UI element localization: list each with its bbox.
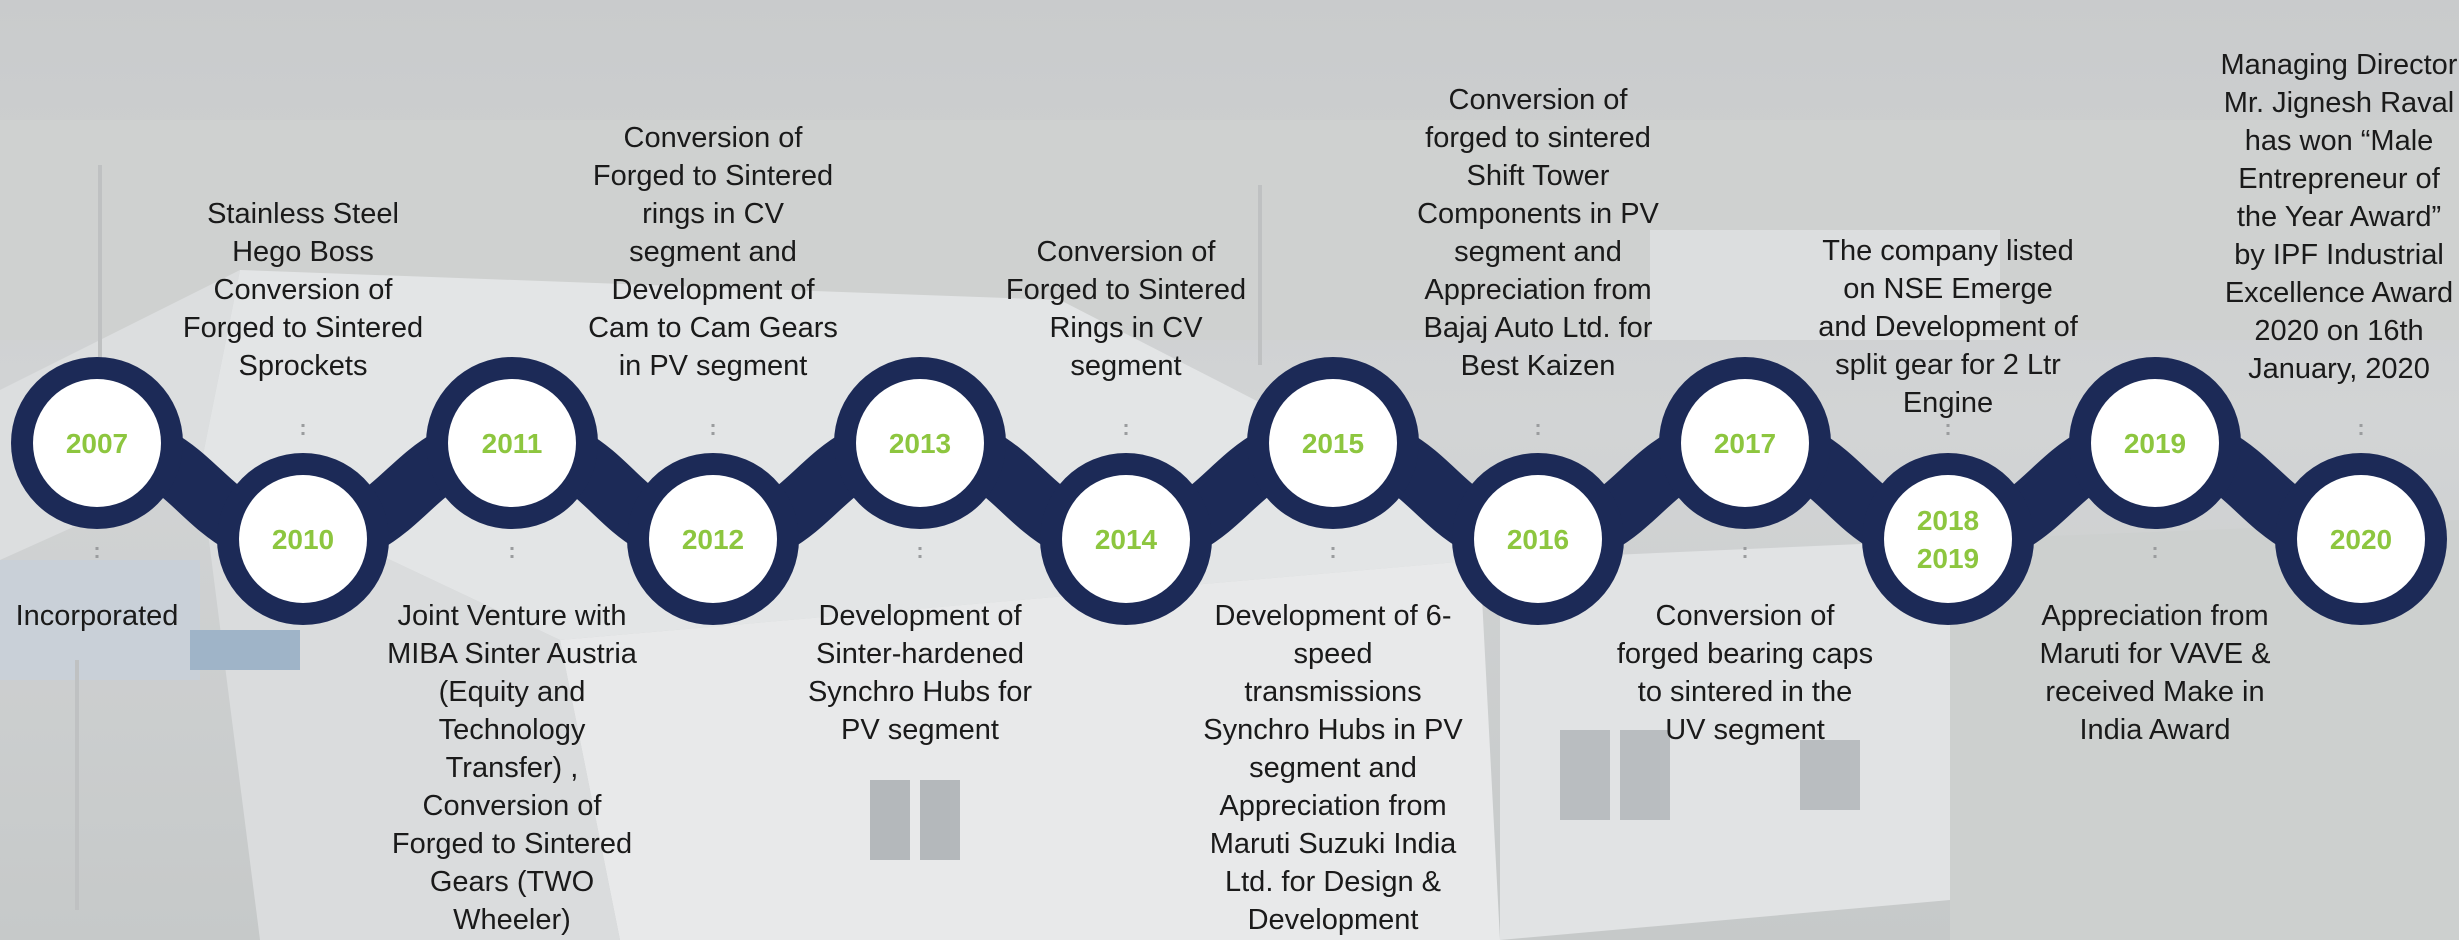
year-node-6: 2015 xyxy=(1247,357,1419,561)
year-node-5: 2014 xyxy=(1040,421,1212,625)
milestone-caption: The company listed on NSE Emerge and Dev… xyxy=(1818,235,2078,419)
year-label: 2011 xyxy=(482,428,543,459)
year-node-8: 2017 xyxy=(1659,357,1831,561)
year-disc xyxy=(2091,379,2219,507)
milestone-caption: Appreciation from Maruti for VAVE & rece… xyxy=(2039,600,2271,746)
year-node-1: 2010 xyxy=(217,421,389,625)
year-disc xyxy=(1474,475,1602,603)
milestone-caption: Conversion of forged to sintered Shift T… xyxy=(1417,84,1659,382)
year-disc xyxy=(1269,379,1397,507)
year-disc xyxy=(448,379,576,507)
year-node-3: 2012 xyxy=(627,421,799,625)
year-label: 2017 xyxy=(1714,428,1776,459)
year-node-2: 2011 xyxy=(426,357,598,561)
year-node-10: 2019 xyxy=(2069,357,2241,561)
year-disc xyxy=(856,379,984,507)
year-disc xyxy=(649,475,777,603)
year-label: 2015 xyxy=(1302,428,1364,459)
year-node-7: 2016 xyxy=(1452,421,1624,625)
milestone-caption: Managing Director Mr. Jignesh Raval has … xyxy=(2220,49,2458,385)
year-label: 2012 xyxy=(682,524,744,555)
year-disc xyxy=(1884,475,2012,603)
year-label: 2019 xyxy=(2124,428,2186,459)
year-node-4: 2013 xyxy=(834,357,1006,561)
year-label: 2010 xyxy=(272,524,334,555)
year-label: 2016 xyxy=(1507,524,1569,555)
milestone-caption: Conversion of Forged to Sintered Rings i… xyxy=(1005,236,1247,382)
year-disc xyxy=(1681,379,1809,507)
milestone-caption: Conversion of Forged to Sintered rings i… xyxy=(588,122,838,382)
milestone-caption: Joint Venture with MIBA Sinter Austria (… xyxy=(387,600,637,936)
year-disc xyxy=(2297,475,2425,603)
milestone-caption: Conversion of forged bearing caps to sin… xyxy=(1616,600,1874,746)
milestone-caption: Development of Sinter-hardened Synchro H… xyxy=(807,600,1033,746)
milestone-caption: Incorporated xyxy=(15,600,179,632)
year-disc xyxy=(239,475,367,603)
year-label: 2014 xyxy=(1095,524,1158,555)
milestone-caption: Stainless Steel Hego Boss Conversion of … xyxy=(182,198,424,382)
year-disc xyxy=(33,379,161,507)
milestone-caption: Development of 6-speed transmissions Syn… xyxy=(1203,600,1463,936)
year-label: 2020 xyxy=(2330,524,2392,555)
year-node-0: 2007 xyxy=(11,357,183,561)
year-node-11: 2020 xyxy=(2275,421,2447,625)
year-disc xyxy=(1062,475,1190,603)
year-label: 2013 xyxy=(889,428,951,459)
year-label: 2007 xyxy=(66,428,128,459)
